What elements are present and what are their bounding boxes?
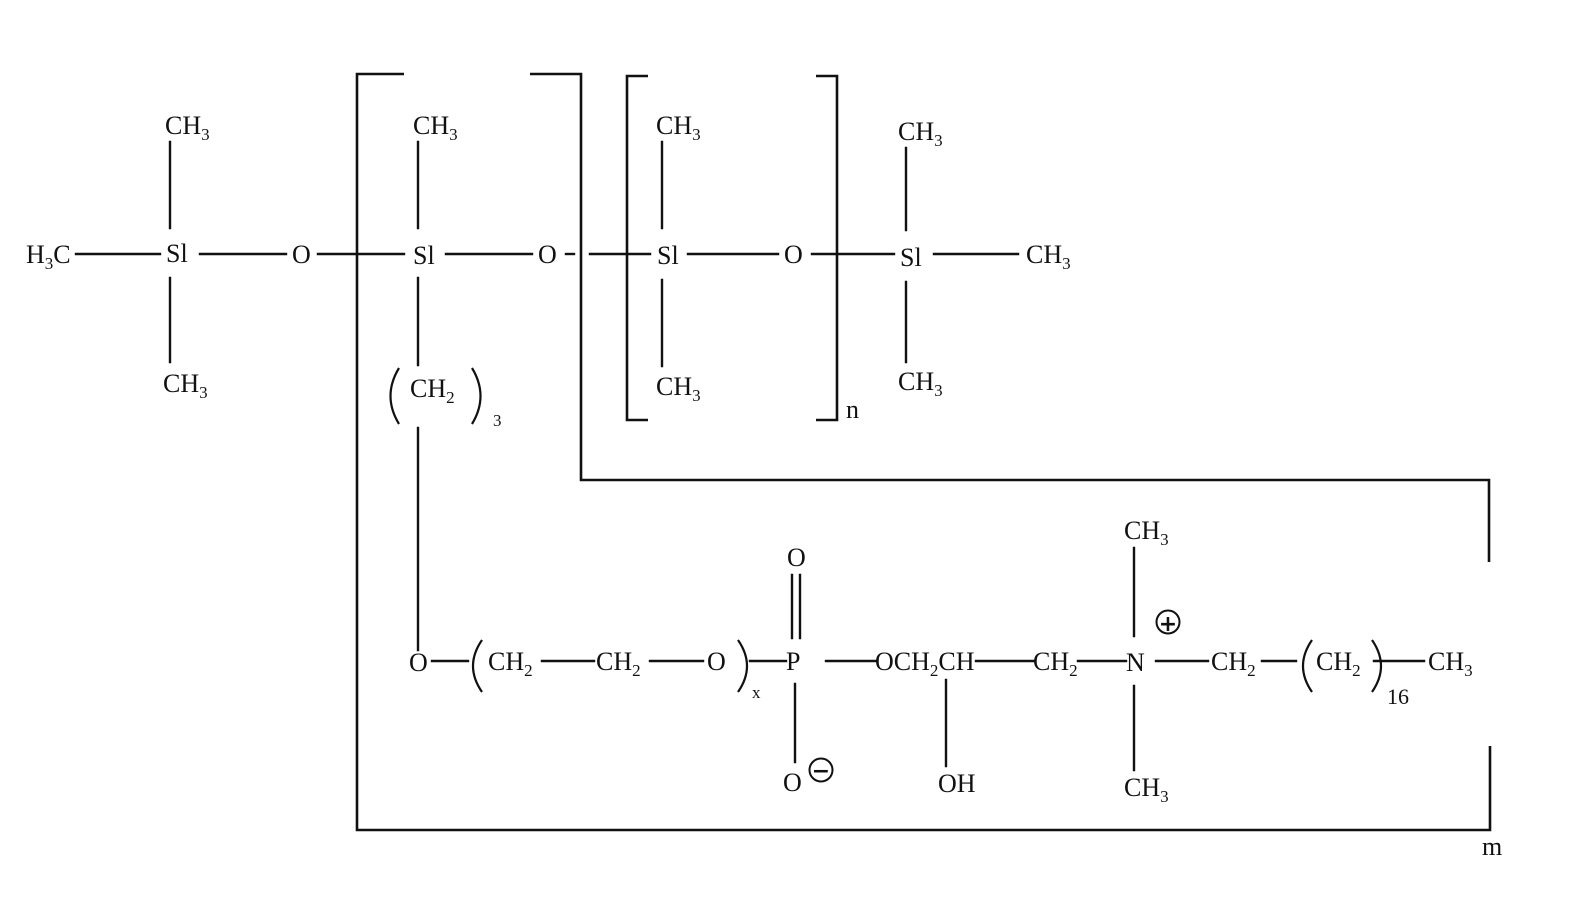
repeat-brackets (355, 72, 1492, 832)
methyl-n-bottom: CH3 (1124, 773, 1169, 806)
bracket-n-right (816, 74, 839, 422)
paren-link-left (389, 367, 400, 425)
methyl-bottom-4: CH3 (898, 367, 943, 400)
methylene-ch2-d: CH2 (1211, 647, 1256, 680)
side-chain-bonds (430, 546, 1426, 772)
silicon-atom-4: Sl (900, 243, 922, 272)
silicon-atom-1: Sl (166, 239, 188, 268)
ether-oxygen: O (409, 648, 428, 677)
methyl-left: H3C (26, 240, 71, 273)
alkyl-count: 16 (1387, 684, 1409, 709)
paren-alkyl-left (1301, 639, 1313, 693)
phosphate-oxygen-anion: O (783, 768, 802, 797)
silicon-atom-2: Sl (413, 241, 435, 270)
methyl-n-top: CH3 (1124, 516, 1169, 549)
oxygen-atom-1: O (292, 240, 311, 269)
paren-peg-left (471, 639, 483, 693)
positive-charge-icon (1155, 609, 1181, 635)
oxygen-atom-3: O (784, 240, 803, 269)
phosphorus-atom: P (786, 647, 800, 676)
bracket-n-left (625, 74, 648, 422)
methylene-ch2-c: CH2 (1033, 647, 1078, 680)
repeat-count-n: n (846, 395, 859, 424)
methyl-top-3: CH3 (656, 111, 701, 144)
paren-alkyl-right (1371, 639, 1383, 693)
bracket-m-left (355, 72, 1492, 832)
peg-oxygen: O (707, 647, 726, 676)
oxygen-atom-2: O (538, 240, 557, 269)
methyl-top-4: CH3 (898, 117, 943, 150)
methyl-bottom-1: CH3 (163, 369, 208, 402)
nitrogen-atom: N (1126, 648, 1145, 677)
methyl-top-2: CH3 (413, 111, 458, 144)
minus-sign: − (812, 759, 830, 784)
paren-link-right (471, 367, 482, 425)
negative-charge-icon (808, 757, 834, 783)
linker-count: 3 (493, 411, 502, 430)
hydroxyl-group: OH (938, 769, 976, 798)
methyl-right: CH3 (1026, 240, 1071, 273)
methyl-top-1: CH3 (165, 111, 210, 144)
silicon-atom-3: Sl (657, 241, 679, 270)
ethylene-ch2-b: CH2 (596, 647, 641, 680)
glyceryl-group: OCH2CH (875, 647, 975, 680)
ethylene-ch2-a: CH2 (488, 647, 533, 680)
backbone-bonds (74, 140, 1020, 652)
phosphoryl-oxygen: O (787, 543, 806, 572)
paren-peg-right (737, 639, 749, 693)
repeat-count-m: m (1482, 832, 1502, 861)
peg-count-x: x (752, 683, 761, 702)
bracket-m-right (530, 72, 1491, 562)
terminal-methyl: CH3 (1428, 647, 1473, 680)
alkyl-ch2-repeat: CH2 (1316, 647, 1361, 680)
propyl-linker: CH2 (410, 374, 455, 407)
methyl-bottom-3: CH3 (656, 372, 701, 405)
plus-sign: + (1159, 612, 1177, 637)
